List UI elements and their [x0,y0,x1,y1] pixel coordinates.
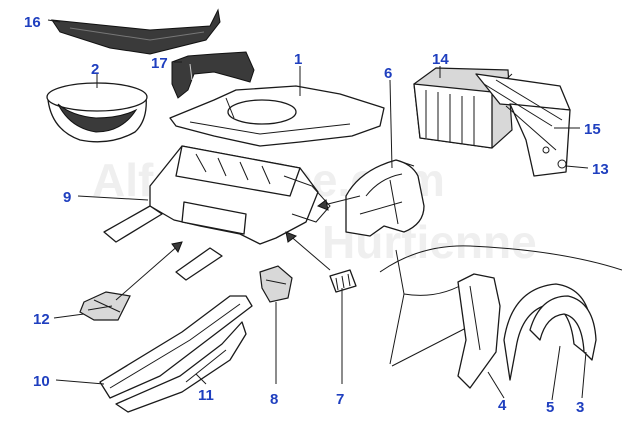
callout-17: 17 [151,55,168,72]
part-9-rear-floor-assembly [103,145,331,281]
part-8-small-bracket [259,265,293,303]
callouts: 16 2 17 1 6 14 15 13 9 12 10 11 8 7 4 5 … [24,14,609,416]
callout-9: 9 [63,189,71,206]
part-5-wheel-arch-inner [503,283,591,381]
part-7-clip-plate [329,269,357,293]
callout-2: 2 [91,61,99,78]
part-17-rear-bracket [171,51,255,99]
callout-13: 13 [592,161,609,178]
callout-16: 16 [24,14,41,31]
callout-4: 4 [498,397,507,414]
callout-5: 5 [546,399,554,416]
leader-lines [47,19,589,401]
part-11-side-member [115,321,247,413]
assembly-arrows [115,195,361,301]
part-4-wheel-arch-panel [457,273,501,389]
part-2-spare-wheel-tub [46,82,148,143]
part-3-wheel-arch-outer [529,295,597,361]
part-16-rear-shelf [50,8,221,55]
part-15-support-bracket [475,73,571,177]
callout-15: 15 [584,121,601,138]
callout-3: 3 [576,399,584,416]
callout-11: 11 [198,387,214,404]
callout-6: 6 [384,65,392,82]
callout-1: 1 [294,51,302,68]
part-6-inner-wheel-arch [345,159,425,237]
callout-10: 10 [33,373,50,390]
callout-14: 14 [432,51,449,68]
part-12-small-plate [79,291,131,321]
callout-12: 12 [33,311,50,328]
callout-7: 7 [336,391,344,408]
part-10-longitudinal-rail [99,295,253,399]
part-1-trunk-floor [169,85,385,147]
callout-8: 8 [270,391,278,408]
